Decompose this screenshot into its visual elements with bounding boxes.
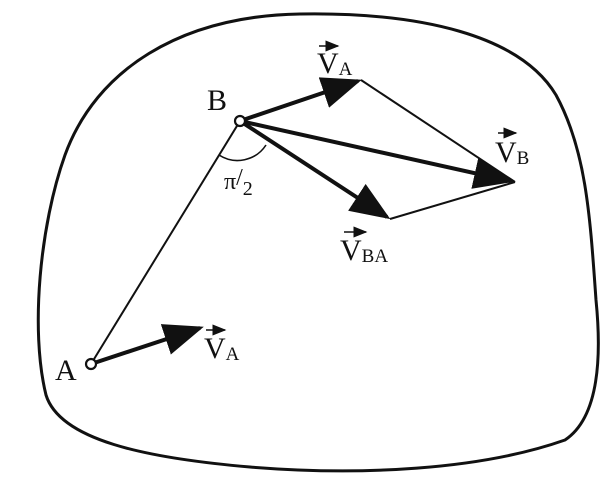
vector-va-at-a [90, 324, 204, 366]
point-b-marker [233, 114, 247, 128]
vector-label-vba: VBA [340, 226, 388, 267]
rigid-body-outline [36, 12, 600, 473]
vector-label-vb: VB [495, 127, 529, 169]
segment-ab [90, 120, 241, 365]
parallelogram-bottom-side [389, 181, 516, 220]
vector-label-va-at-b: VA [317, 40, 353, 80]
svg-text:VBA: VBA [340, 234, 388, 267]
svg-text:VA: VA [317, 47, 353, 80]
angle-denominator: 2 [243, 178, 253, 200]
point-a-marker [84, 357, 98, 371]
point-a-label: A [55, 354, 77, 387]
vector-vba [238, 119, 391, 220]
angle-pi: π [224, 169, 236, 195]
vector-vb [239, 119, 514, 189]
point-b-label: B [207, 84, 227, 117]
vector-label-va-at-a: VA [204, 324, 240, 365]
angle-label: π/2 [224, 165, 253, 200]
angle-slash: / [236, 165, 243, 191]
vector-va-at-b [239, 77, 362, 123]
svg-text:VB: VB [495, 136, 529, 169]
svg-text:VA: VA [204, 332, 240, 365]
right-angle-arc [218, 144, 267, 162]
